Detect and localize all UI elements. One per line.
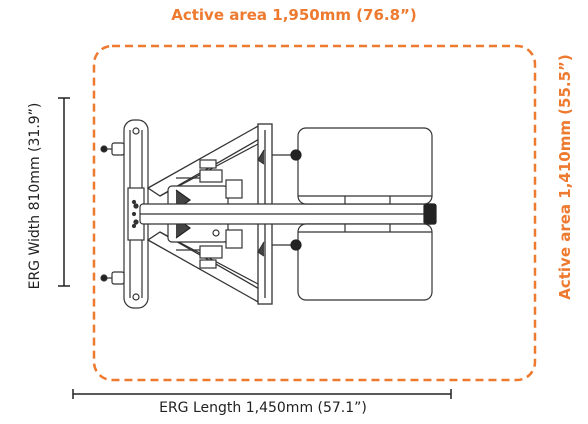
erg-width-label: ERG Width 810mm (31.9”) bbox=[27, 102, 43, 290]
handle-bottom bbox=[257, 239, 302, 257]
active-area-length-label: Active area 1,950mm (76.8”) bbox=[171, 6, 417, 24]
erg-length-dimension bbox=[72, 389, 452, 399]
erg-width-dimension bbox=[58, 97, 70, 287]
handle-top bbox=[257, 149, 302, 165]
footplate-bottom bbox=[297, 223, 433, 301]
wheel-bottom bbox=[100, 271, 125, 285]
main-rail bbox=[139, 203, 437, 225]
foot-bolt-top bbox=[132, 127, 140, 135]
active-area-width-label: Active area 1,410mm (55.5”) bbox=[556, 54, 574, 300]
active-area-outline bbox=[92, 44, 537, 382]
foot-bolt-bottom bbox=[132, 293, 140, 301]
wheel-top bbox=[100, 142, 125, 156]
rowing-machine-top-view bbox=[100, 119, 437, 309]
footplate-top bbox=[297, 127, 433, 205]
erg-length-label: ERG Length 1,450mm (57.1”) bbox=[159, 400, 367, 416]
